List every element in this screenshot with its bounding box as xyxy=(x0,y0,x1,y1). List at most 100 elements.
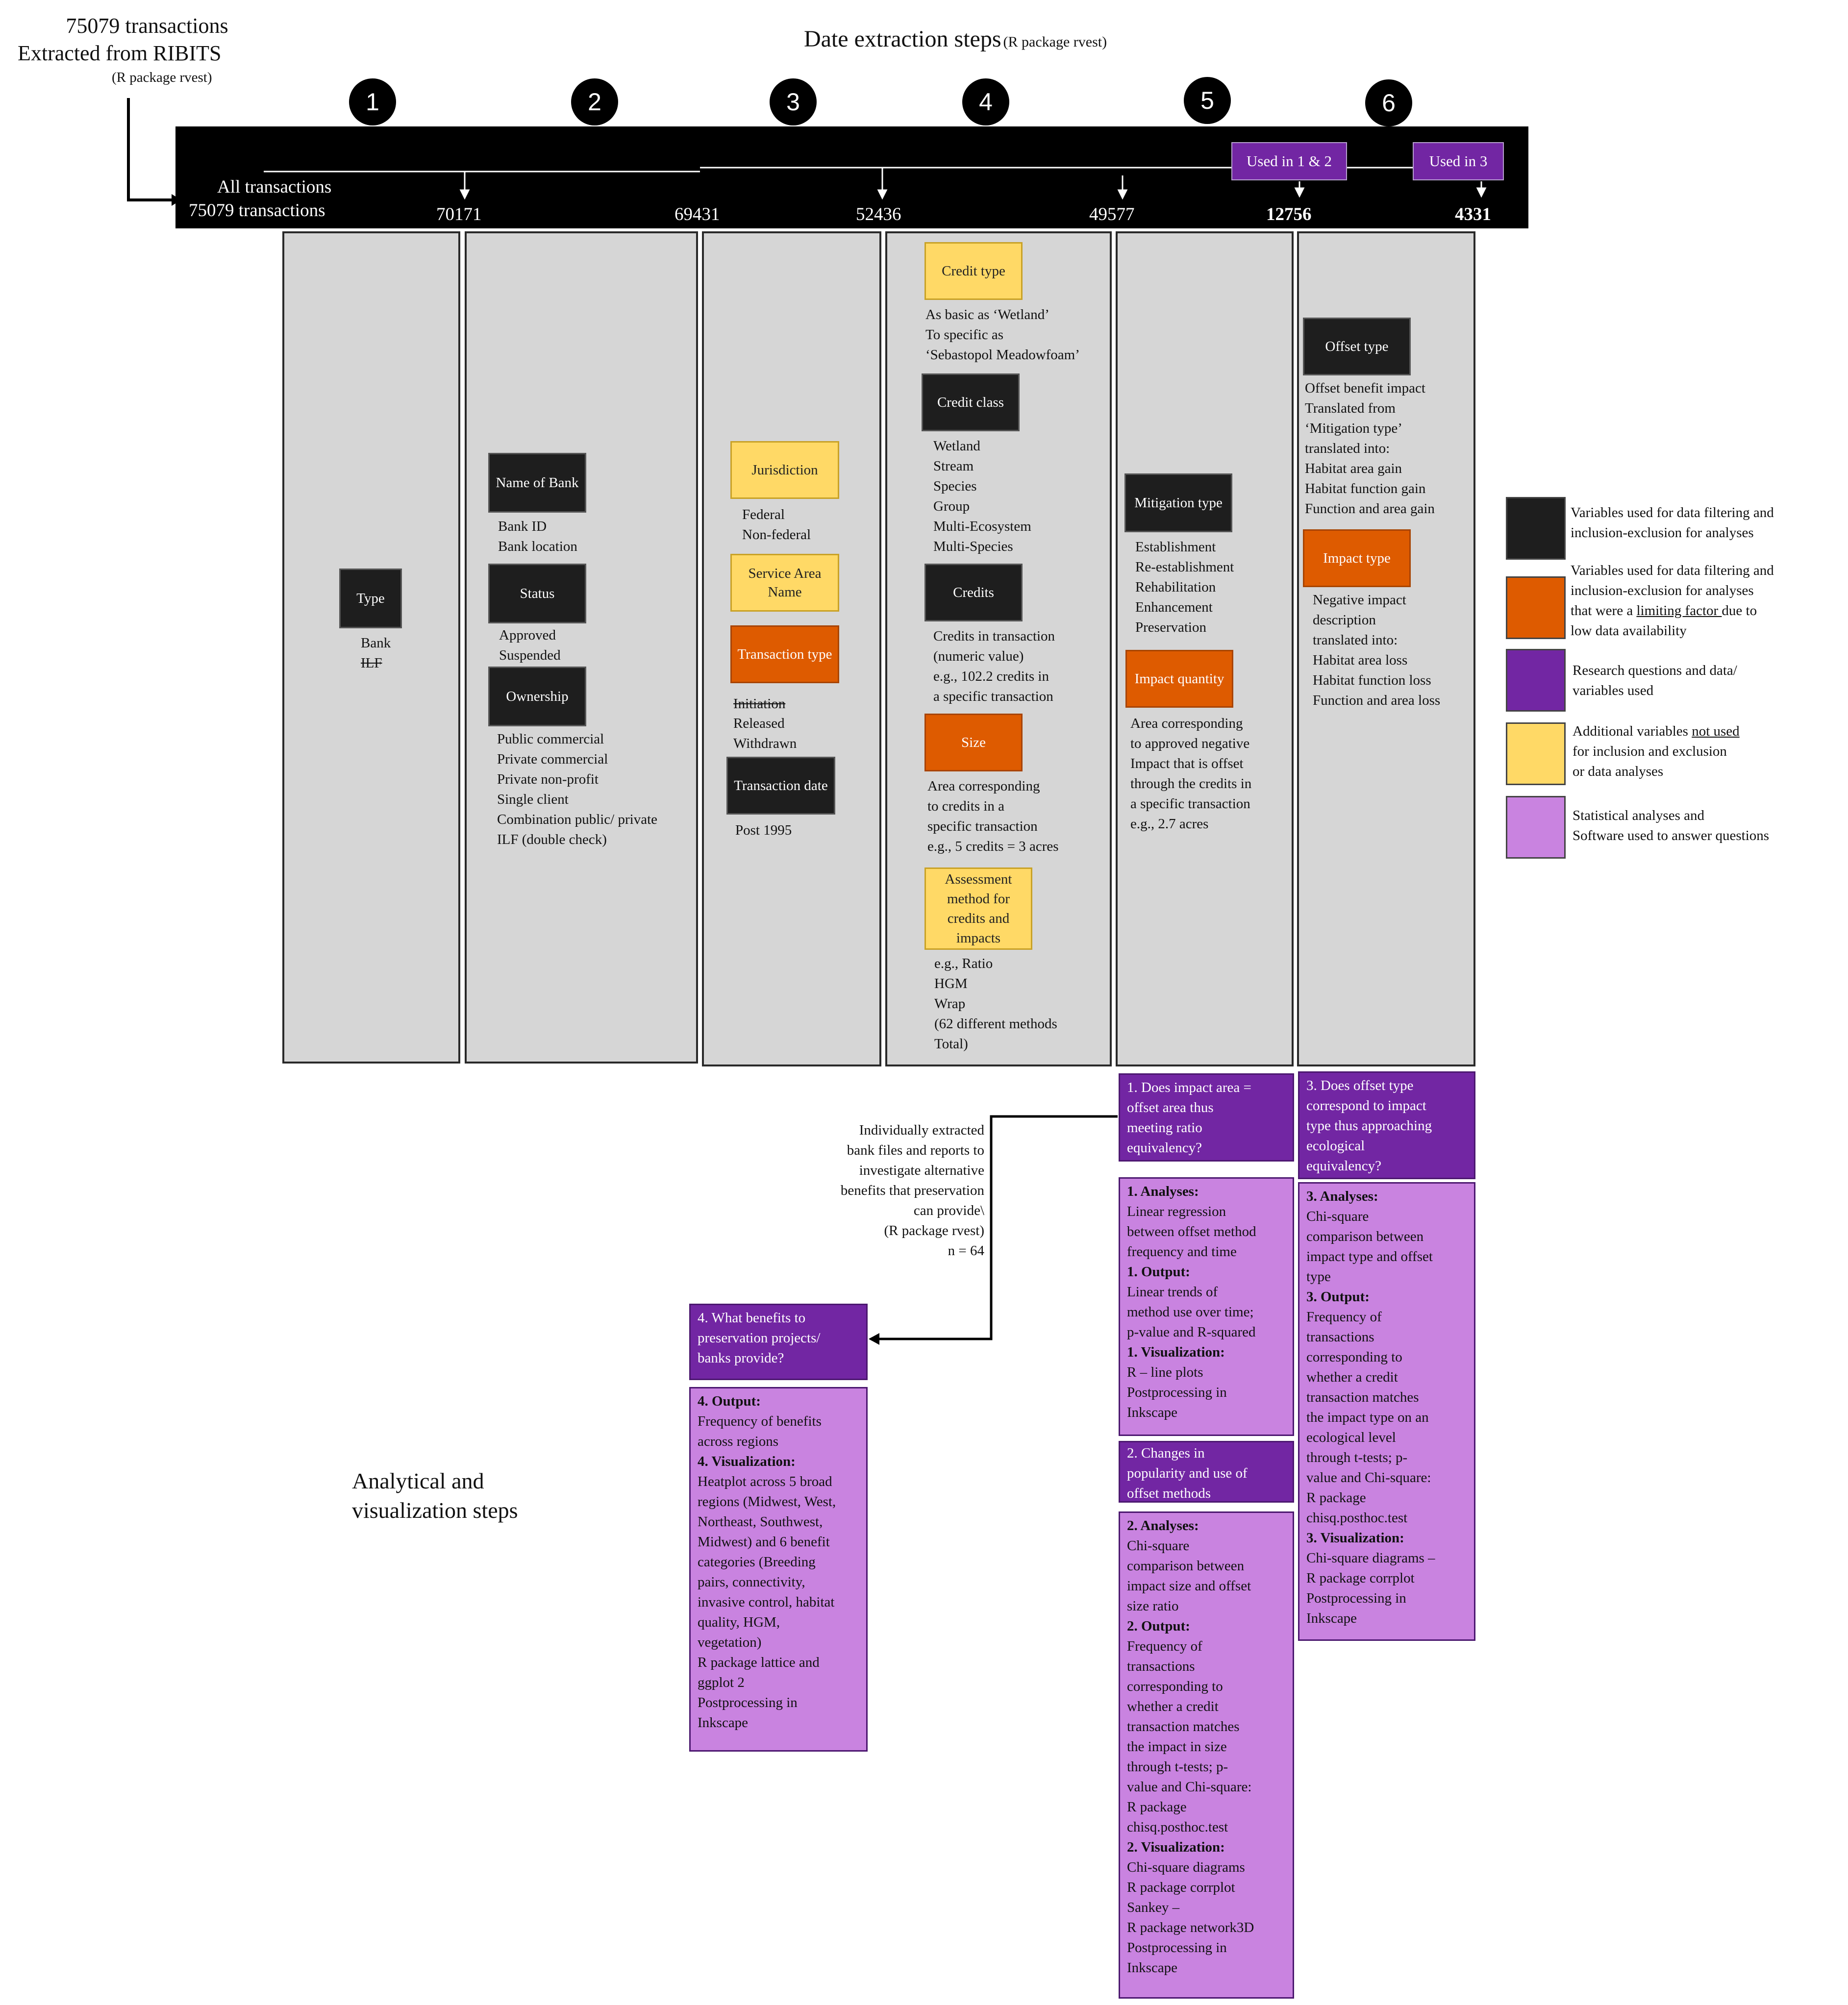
used-in-3-badge: Used in 3 xyxy=(1413,142,1504,180)
name-of-bank-box: Name of Bank xyxy=(488,453,586,513)
jurisdiction-values: Federal Non-federal xyxy=(742,507,811,543)
title-main: Date extraction steps xyxy=(804,26,1001,52)
impact-type-values: Negative impact description translated i… xyxy=(1313,592,1441,708)
column-2 xyxy=(465,231,698,1064)
legend-text-purple: Research questions and data/ variables u… xyxy=(1573,663,1737,698)
status-values: Approved Suspended xyxy=(499,627,561,663)
analysis-2-visualization: Chi-square diagrams R package corrplot S… xyxy=(1127,1859,1254,1976)
credit-type-box: Credit type xyxy=(924,242,1023,300)
transaction-type-box: Transaction type xyxy=(730,625,839,683)
impact-quantity-values: Area corresponding to approved negative … xyxy=(1130,716,1252,832)
step-circle-5: 5 xyxy=(1184,77,1231,124)
assessment-method-values: e.g., Ratio HGM Wrap (62 different metho… xyxy=(934,956,1057,1052)
analysis-3-analyses-label: 3. Analyses: xyxy=(1306,1188,1378,1204)
type-value-ilf: ILF xyxy=(361,655,382,671)
all-transactions-count: 75079 transactions xyxy=(189,200,325,221)
analysis-3-analyses: Chi-square comparison between impact typ… xyxy=(1306,1209,1433,1285)
source-label: 75079 transactions xyxy=(54,13,240,39)
all-transactions-label: All transactions xyxy=(217,177,332,197)
analysis-2-visualization-label: 2. Visualization: xyxy=(1127,1839,1225,1855)
step-circle-2: 2 xyxy=(571,78,618,125)
analysis-1-box: 1. Analyses: Linear regression between o… xyxy=(1119,1177,1294,1436)
legend-text-yellow: Additional variables not used for inclus… xyxy=(1573,721,1740,782)
jurisdiction-box: Jurisdiction xyxy=(730,441,839,499)
impact-quantity-box: Impact quantity xyxy=(1125,650,1233,708)
preservation-extraction-note: Individually extracted bank files and re… xyxy=(840,1122,984,1259)
analysis-1-analyses: Linear regression between offset method … xyxy=(1127,1204,1256,1260)
legend-yellow-pre: Additional variables xyxy=(1573,723,1692,739)
step-circle-3: 3 xyxy=(770,78,817,125)
analysis-4-visualization-label: 4. Visualization: xyxy=(698,1454,796,1469)
credits-values: Credits in transaction (numeric value) e… xyxy=(933,628,1055,704)
preservation-arrow xyxy=(869,1115,1118,1345)
source-line-3: (R package rvest) xyxy=(112,70,212,85)
count-step-1: 70171 xyxy=(436,204,482,224)
source-line-2: Extracted from RIBITS xyxy=(18,41,222,65)
type-value-bank: Bank xyxy=(361,635,391,651)
transaction-date-values: Post 1995 xyxy=(735,822,792,838)
analysis-2-box: 2. Analyses: Chi-square comparison betwe… xyxy=(1119,1511,1294,1999)
analysis-3-visualization: Chi-square diagrams – R package corrplot… xyxy=(1306,1550,1435,1626)
analysis-1-output-label: 1. Output: xyxy=(1127,1264,1190,1280)
credit-class-box: Credit class xyxy=(922,373,1020,431)
assessment-method-box: Assessment method for credits and impact… xyxy=(924,867,1032,950)
service-area-box: Service Area Name xyxy=(730,554,839,612)
analysis-1-visualization: R – line plots Postprocessing in Inkscap… xyxy=(1127,1364,1227,1420)
question-1-box: 1. Does impact area = offset area thus m… xyxy=(1119,1073,1294,1162)
size-box: Size xyxy=(924,714,1023,771)
column-5 xyxy=(1116,231,1294,1066)
legend-orange-post: due to low data availability xyxy=(1571,603,1757,639)
ownership-values: Public commercial Private commercial Pri… xyxy=(497,731,658,847)
type-box: Type xyxy=(339,569,402,628)
legend-yellow-post: for inclusion and exclusion or data anal… xyxy=(1573,743,1727,779)
analysis-1-output: Linear trends of method use over time; p… xyxy=(1127,1284,1256,1340)
analysis-4-output-label: 4. Output: xyxy=(698,1393,761,1409)
credit-class-values: Wetland Stream Species Group Multi-Ecosy… xyxy=(933,438,1031,554)
step-circle-1: 1 xyxy=(349,78,396,125)
legend-swatch-black xyxy=(1506,497,1566,560)
step-circle-6: 6 xyxy=(1365,79,1412,126)
legend-yellow-not-used: not used xyxy=(1692,723,1740,739)
column-1 xyxy=(282,231,460,1064)
source-line-1: 75079 transactions xyxy=(66,14,228,38)
size-values: Area corresponding to credits in a speci… xyxy=(927,778,1059,854)
count-step-2: 69431 xyxy=(674,204,720,224)
analysis-4-box: 4. Output: Frequency of benefits across … xyxy=(689,1387,868,1752)
analysis-4-output: Frequency of benefits across regions xyxy=(698,1413,822,1449)
offset-type-box: Offset type xyxy=(1303,318,1411,375)
analysis-1-visualization-label: 1. Visualization: xyxy=(1127,1344,1225,1360)
analysis-2-output: Frequency of transactions corresponding … xyxy=(1127,1638,1252,1835)
credit-type-values: As basic as ‘Wetland’ To specific as ‘Se… xyxy=(925,307,1080,363)
legend-swatch-lilac xyxy=(1506,796,1566,859)
analysis-3-box: 3. Analyses: Chi-square comparison betwe… xyxy=(1298,1182,1475,1641)
source-arrow xyxy=(127,98,181,206)
used-in-1-2-badge: Used in 1 & 2 xyxy=(1231,142,1347,180)
analysis-3-output: Frequency of transactions corresponding … xyxy=(1306,1309,1431,1526)
transaction-date-box: Transaction date xyxy=(726,757,835,815)
analysis-4-visualization: Heatplot across 5 broad regions (Midwest… xyxy=(698,1474,836,1731)
question-3-box: 3. Does offset type correspond to impact… xyxy=(1298,1071,1475,1179)
analysis-1-analyses-label: 1. Analyses: xyxy=(1127,1184,1199,1199)
analysis-3-output-label: 3. Output: xyxy=(1306,1289,1370,1305)
legend-text-lilac: Statistical analyses and Software used t… xyxy=(1573,808,1770,843)
count-step-3: 52436 xyxy=(856,204,901,224)
legend-swatch-orange xyxy=(1506,576,1566,639)
impact-type-box: Impact type xyxy=(1303,529,1411,587)
credits-box: Credits xyxy=(924,564,1023,621)
legend-text-black: Variables used for data filtering and in… xyxy=(1571,505,1774,541)
pipeline-flow-lines xyxy=(264,167,1487,200)
title-sub: (R package rvest) xyxy=(1003,34,1107,50)
legend-swatch-purple xyxy=(1506,649,1566,712)
transaction-type-values: Released Withdrawn xyxy=(733,716,797,751)
question-2-box: 2. Changes in popularity and use of offs… xyxy=(1119,1441,1294,1503)
analysis-2-analyses: Chi-square comparison between impact siz… xyxy=(1127,1538,1251,1614)
diagram-title: Date extraction steps (R package rvest) xyxy=(804,25,1107,52)
count-step-5: 12756 xyxy=(1266,204,1312,224)
mitigation-type-values: Establishment Re-establishment Rehabilit… xyxy=(1135,539,1234,635)
count-step-4: 49577 xyxy=(1089,204,1135,224)
count-step-6: 4331 xyxy=(1455,204,1491,224)
analysis-2-output-label: 2. Output: xyxy=(1127,1618,1190,1634)
legend-orange-pre: Variables used for data filtering and in… xyxy=(1571,563,1774,619)
transaction-type-initiation: Initiation xyxy=(733,696,786,712)
bank-values: Bank ID Bank location xyxy=(498,519,577,554)
